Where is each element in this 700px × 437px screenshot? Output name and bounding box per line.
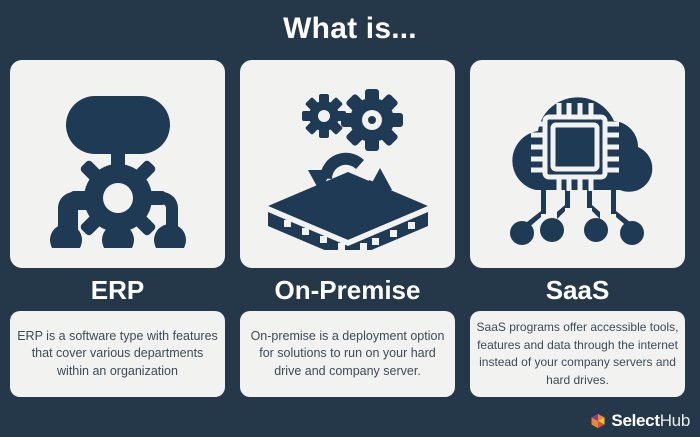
logo-name-light: Hub [659,411,691,430]
desc-card-on-premise: On-premise is a deployment option for so… [240,311,455,397]
heading-erp: ERP [90,275,145,305]
columns-container: ERP ERP is a software type with features… [0,60,700,400]
on-premise-icon-card [240,60,455,268]
heading-on-premise: On-Premise [274,275,421,305]
logo-name-bold: Select [611,411,660,430]
erp-icon-card [10,60,225,268]
desc-text-on-premise: On-premise is a deployment option for so… [250,328,445,378]
page-title: What is... [283,12,417,45]
desc-text-erp: ERP is a software type with features tha… [17,328,218,378]
desc-card-erp: ERP is a software type with features tha… [10,311,225,397]
column-on-premise: On-Premise On-premise is a deployment op… [240,60,455,400]
selecthub-logo-text: SelectHub [611,412,690,429]
selecthub-logo[interactable]: SelectHub [590,412,690,429]
desc-text-saas: SaaS programs offer accessible tools, fe… [476,320,679,387]
saas-cloud-chip-icon [492,78,664,250]
on-premise-server-gears-icon [262,78,434,250]
heading-saas: SaaS [545,275,610,305]
column-saas: SaaS SaaS programs offer accessible tool… [470,60,685,400]
column-erp: ERP ERP is a software type with features… [10,60,225,400]
saas-icon-card [470,60,685,268]
desc-card-saas: SaaS programs offer accessible tools, fe… [470,311,685,397]
erp-hierarchy-gear-icon [34,80,202,248]
selecthub-logo-mark [590,413,606,429]
